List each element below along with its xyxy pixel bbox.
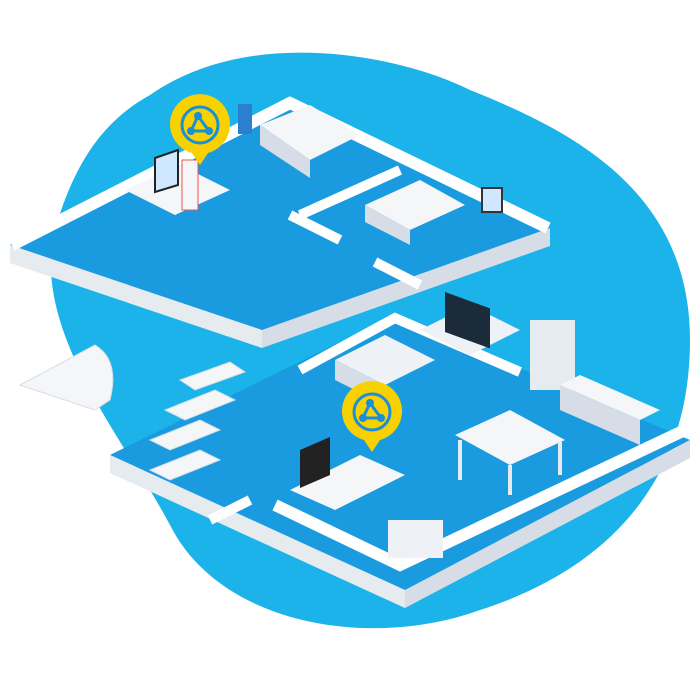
upper-floor bbox=[9, 96, 551, 348]
mesh-network-pin-icon bbox=[342, 381, 402, 452]
ground-floor bbox=[18, 291, 690, 608]
tv bbox=[445, 291, 490, 349]
mesh-network-pin-icon bbox=[170, 94, 230, 166]
